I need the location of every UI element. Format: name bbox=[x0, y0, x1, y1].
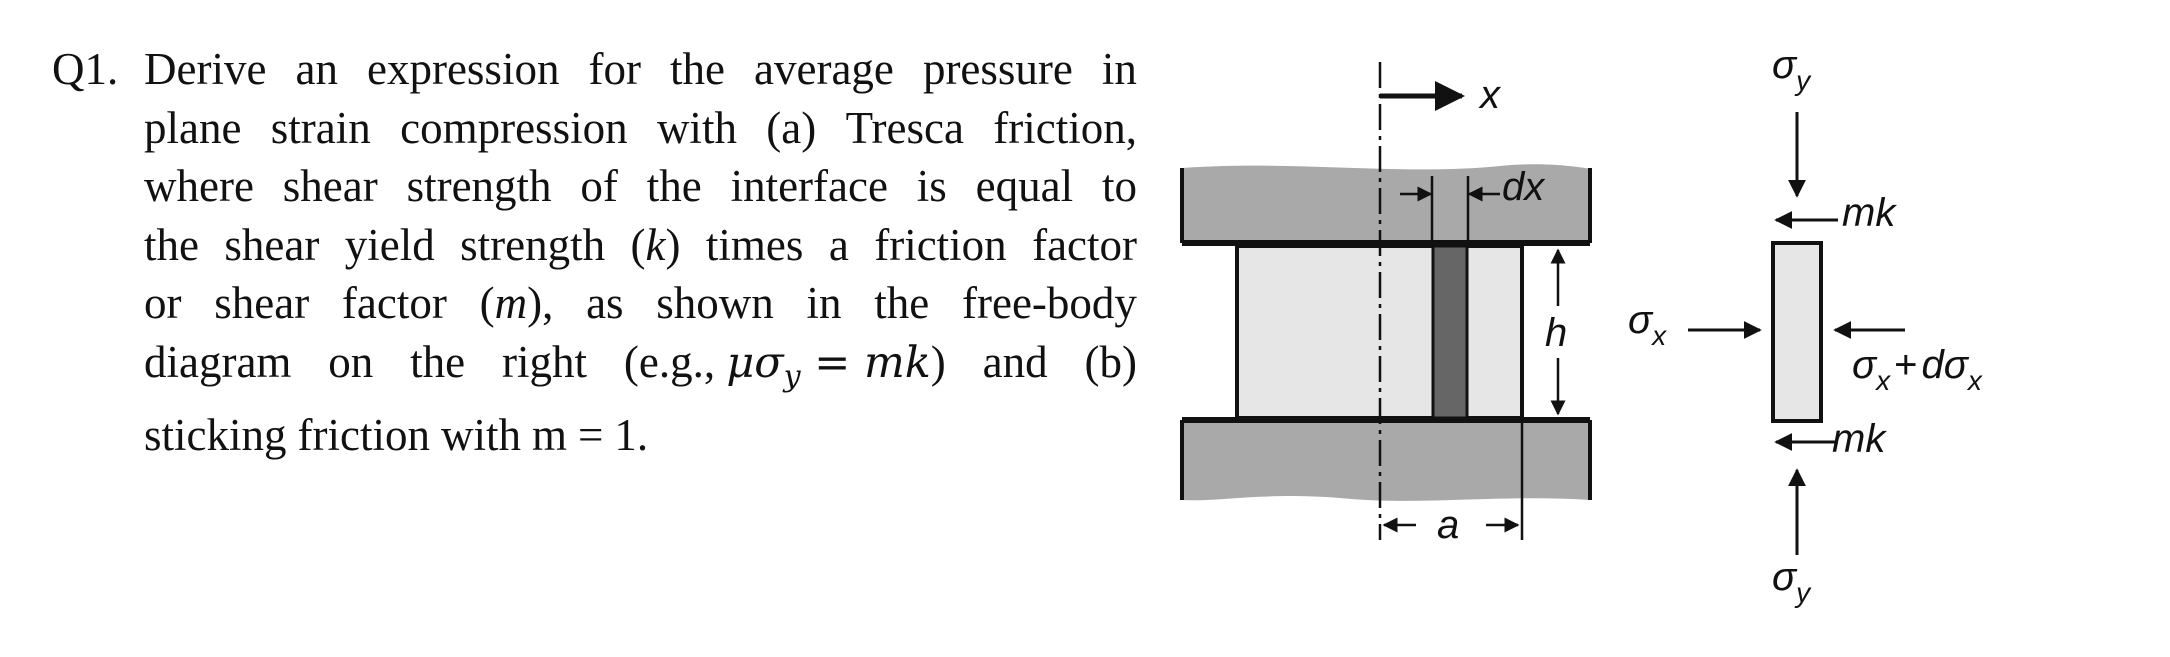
question-number: Q1. bbox=[52, 44, 119, 94]
question-line-body: plane strain compression with (a) Tresca… bbox=[144, 99, 1137, 158]
word: friction, bbox=[993, 102, 1137, 153]
word: average bbox=[754, 44, 894, 94]
word: friction bbox=[874, 219, 1007, 270]
word: free-body bbox=[962, 278, 1137, 328]
word: an bbox=[295, 44, 338, 94]
word: Tresca bbox=[845, 102, 964, 153]
word: shear bbox=[214, 278, 310, 328]
question-line: diagram on the right (e.g., μσy = mk) an… bbox=[52, 333, 1137, 407]
h-label: h bbox=[1545, 311, 1567, 355]
word: pressure bbox=[922, 44, 1073, 94]
word: for bbox=[588, 44, 641, 94]
word: (k) bbox=[630, 219, 681, 270]
word: strain bbox=[270, 102, 371, 153]
word: expression bbox=[366, 44, 560, 94]
word: the bbox=[410, 336, 466, 387]
word: in bbox=[806, 278, 842, 328]
bottom-die bbox=[1182, 420, 1590, 501]
word: times bbox=[705, 219, 804, 270]
word: of bbox=[580, 161, 618, 211]
word: factor bbox=[341, 278, 447, 328]
word: the bbox=[874, 278, 930, 328]
word: with bbox=[656, 102, 737, 153]
word: Derive bbox=[144, 44, 267, 94]
friction-equation: μσy = mk bbox=[726, 337, 931, 394]
word: yield bbox=[344, 219, 435, 270]
word: (b) bbox=[1084, 336, 1137, 387]
mk-top-label: mk bbox=[1842, 191, 1897, 235]
sigma-y-top-label: σy bbox=[1772, 43, 1812, 96]
word: m bbox=[531, 410, 567, 460]
word: (m), bbox=[479, 278, 554, 328]
word: in bbox=[1101, 44, 1137, 94]
question-line: where shear strength of the interface is… bbox=[52, 157, 1137, 216]
word: or bbox=[144, 278, 182, 328]
sigma-y-bottom-label: σy bbox=[1772, 555, 1812, 608]
word: shear bbox=[224, 219, 320, 270]
sigma-x-plus-dsigma-label: σx+dσx bbox=[1852, 343, 1983, 396]
question-line: the shear yield strength (k) times a fri… bbox=[52, 216, 1137, 275]
word: equal bbox=[975, 161, 1074, 211]
a-label: a bbox=[1437, 503, 1459, 547]
word: on bbox=[328, 336, 374, 387]
word: strength bbox=[460, 219, 606, 270]
word: compression bbox=[400, 102, 628, 153]
sigma-x-label: σx bbox=[1628, 298, 1667, 351]
top-die bbox=[1182, 164, 1592, 243]
question-line-body: sticking friction with m = 1. bbox=[144, 406, 1137, 465]
word: (e.g., bbox=[623, 336, 716, 387]
word: and bbox=[982, 336, 1048, 387]
word: a bbox=[828, 219, 849, 270]
word: the bbox=[646, 161, 702, 211]
word: the bbox=[144, 219, 199, 270]
word: sticking bbox=[144, 410, 287, 460]
word: as bbox=[586, 278, 624, 328]
word: interface bbox=[730, 161, 888, 211]
question-line: sticking friction with m = 1. bbox=[52, 406, 1137, 465]
question-line-body: Derive an expression for the average pre… bbox=[144, 40, 1137, 99]
question-text: Q1. Derive an expression for the average… bbox=[52, 40, 1137, 465]
x-axis-label: x bbox=[1478, 73, 1502, 117]
question-line: plane strain compression with (a) Tresca… bbox=[52, 99, 1137, 158]
question-line-body: where shear strength of the interface is… bbox=[144, 157, 1137, 216]
mk-bottom-label: mk bbox=[1832, 417, 1887, 461]
word: with bbox=[440, 410, 521, 460]
question-line-body: or shear factor (m), as shown in the fre… bbox=[144, 274, 1137, 333]
dx-label: dx bbox=[1502, 165, 1546, 209]
word: shown bbox=[656, 278, 774, 328]
word: factor bbox=[1032, 219, 1137, 270]
slab-element bbox=[1431, 244, 1469, 420]
question-line-body: the shear yield strength (k) times a fri… bbox=[144, 216, 1137, 275]
word: right bbox=[502, 336, 587, 387]
question-line: Q1. Derive an expression for the average… bbox=[52, 40, 1137, 99]
word: diagram bbox=[144, 336, 292, 387]
word: shear bbox=[282, 161, 378, 211]
word: friction bbox=[297, 410, 430, 460]
question-line-body: diagram on the right (e.g., μσy = mk) an… bbox=[144, 333, 1137, 407]
word: to bbox=[1101, 161, 1137, 211]
word: where bbox=[144, 161, 254, 211]
word: is bbox=[916, 161, 947, 211]
word: 1. bbox=[614, 410, 649, 460]
question-line: or shear factor (m), as shown in the fre… bbox=[52, 274, 1137, 333]
free-body-element bbox=[1771, 241, 1823, 423]
word: the bbox=[670, 44, 725, 94]
math-expression: (e.g., μσy = mk) bbox=[623, 336, 946, 394]
word: (a) bbox=[766, 102, 817, 153]
word: strength bbox=[406, 161, 552, 211]
word: plane bbox=[144, 102, 242, 153]
word: = bbox=[577, 410, 604, 460]
